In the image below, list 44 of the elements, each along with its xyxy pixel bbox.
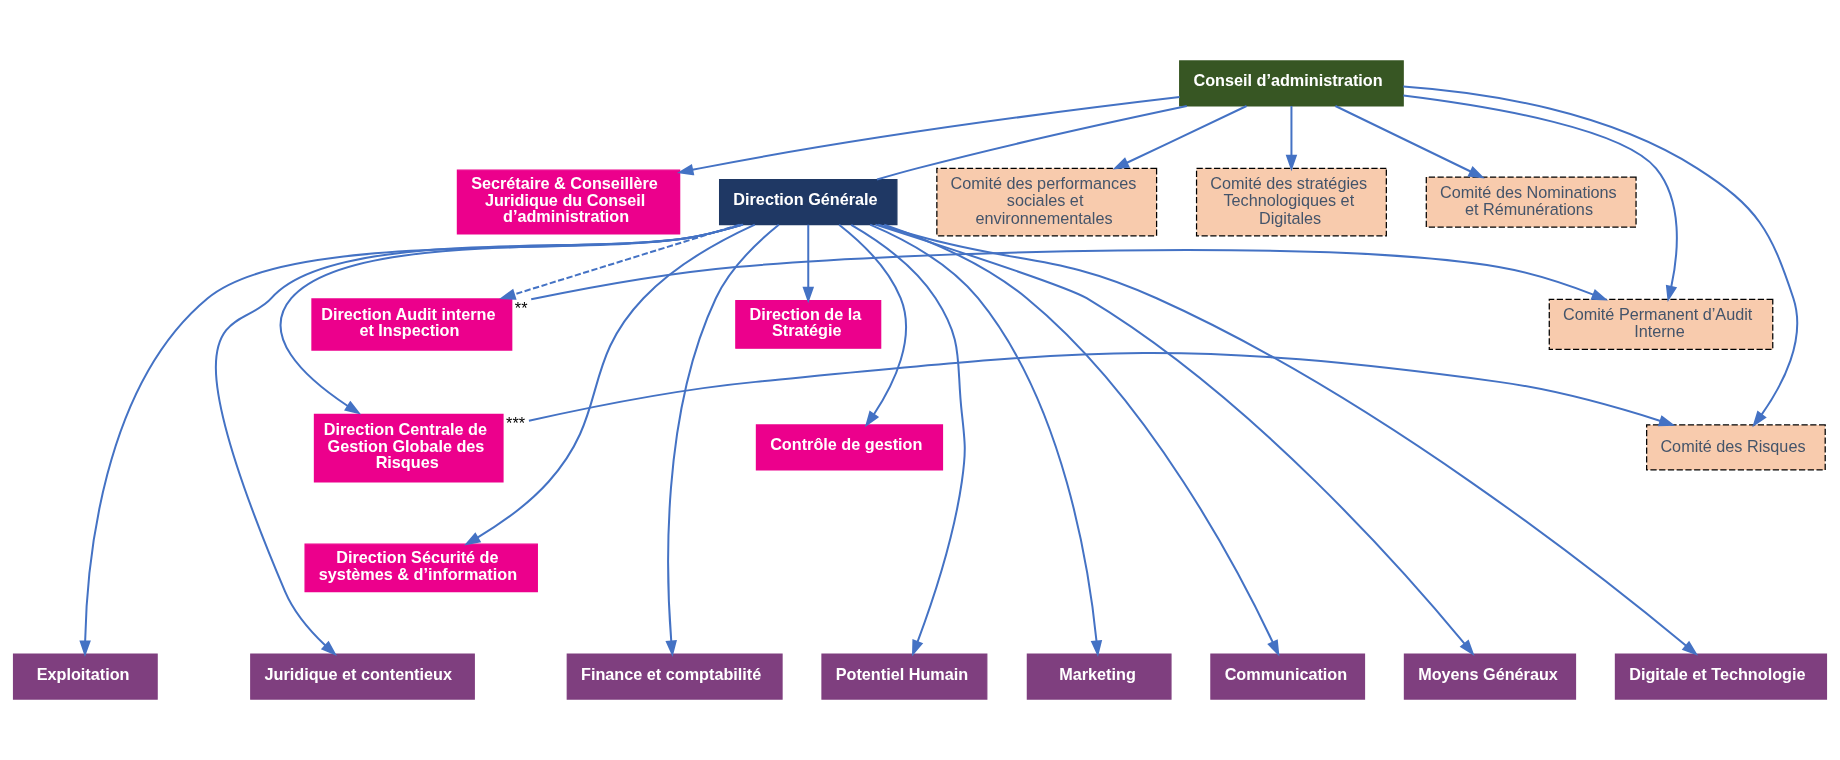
arrow [499, 223, 741, 300]
arrow [1402, 85, 1799, 428]
node-box: Comité des Nominations et Rémunérations [1425, 176, 1637, 228]
arrow [1402, 94, 1678, 303]
node-box: Finance et comptabilité [566, 653, 783, 700]
node-box: Direction Audit interne et Inspection [311, 298, 513, 351]
node-box: Communication [1210, 653, 1366, 700]
arrow [79, 223, 745, 657]
arrow [665, 223, 780, 657]
node-box: Potentiel Humain [821, 653, 988, 700]
node-box: Direction Générale [719, 179, 898, 226]
node-box: Juridique et contentieux [250, 653, 475, 700]
arrow [838, 223, 908, 428]
node-box: Direction Centrale de Gestion Globale des Risques [313, 413, 504, 483]
arrow [874, 223, 1475, 656]
node-box: Contrôle de gestion [755, 424, 944, 471]
node-box: Comité des performances sociales et environnementales [936, 167, 1158, 237]
node-box: Marketing [1026, 653, 1172, 700]
connector [876, 105, 1188, 181]
arrow [527, 352, 1676, 427]
node-box: Comité des Risques [1646, 424, 1826, 471]
arrow [802, 223, 815, 304]
arrow [676, 96, 1181, 176]
arrow [1285, 105, 1298, 172]
node-box: Secrétaire & Conseillère Juridique du Conseil d’administration [456, 169, 681, 235]
arrow [214, 223, 744, 657]
arrow [464, 223, 756, 546]
node-box: Comité des stratégies Technologiques et Digitales [1195, 167, 1387, 237]
node-box: Exploitation [12, 653, 158, 700]
node-box: Comité Permanent d’Audit Interne [1548, 298, 1774, 351]
node-box: Digitale et Technologie [1614, 653, 1828, 700]
node-label: ** [514, 298, 528, 317]
node-box: Moyens Généraux [1403, 653, 1577, 700]
node-box: Direction Sécurité de systèmes & d’information [304, 543, 538, 593]
arrow [869, 223, 1103, 657]
arrow [850, 223, 966, 657]
arrow [1334, 105, 1485, 179]
node-box: Conseil d’administration [1179, 60, 1404, 107]
arrow [877, 223, 1699, 656]
node-label: *** [506, 414, 526, 433]
node-box: Direction de la Stratégie [735, 300, 882, 349]
arrow [883, 223, 1280, 657]
arrow [1112, 105, 1248, 170]
arrow [530, 249, 1608, 301]
